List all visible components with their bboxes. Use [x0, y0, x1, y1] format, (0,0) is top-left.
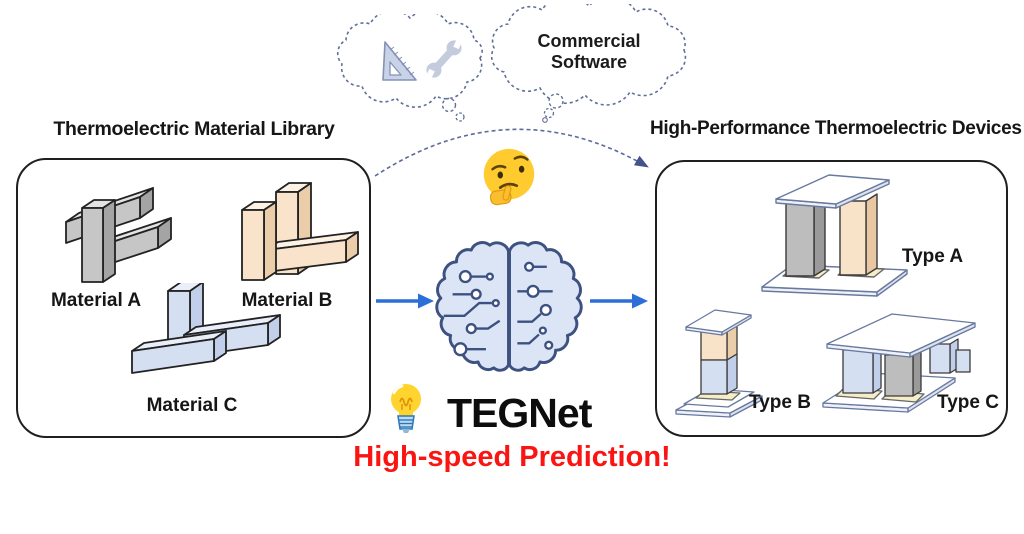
material-a-label: Material A	[50, 290, 142, 311]
wrench-icon	[425, 37, 463, 81]
type-b-label: Type B	[749, 392, 811, 413]
tools-thought-cloud	[336, 14, 483, 122]
device-type-c	[822, 313, 976, 413]
software-cloud-label: Commercial Software	[537, 31, 641, 72]
input-arrow	[376, 293, 434, 309]
bypass-dashed-arrow	[374, 128, 649, 177]
left-panel-title: Thermoelectric Material Library	[53, 118, 335, 140]
material-b-label: Material B	[241, 290, 333, 311]
output-arrow	[590, 293, 648, 309]
thinking-face-emoji	[483, 148, 537, 206]
thought-bubble	[542, 117, 548, 123]
brain-circuit-icon	[435, 241, 583, 372]
material-b-blocks	[241, 182, 359, 281]
software-thought-cloud	[490, 4, 687, 123]
type-a-label: Type A	[901, 246, 964, 267]
device-type-b	[675, 309, 763, 418]
thought-bubble	[543, 107, 555, 119]
right-panel-title: High-Performance Thermoelectric Devices	[650, 118, 1022, 139]
type-c-label: Type C	[937, 392, 999, 413]
material-c-blocks	[131, 283, 281, 374]
material-a-blocks	[65, 187, 172, 283]
model-name: TEGNet	[447, 390, 592, 436]
thought-bubble	[441, 97, 457, 113]
set-square-icon	[382, 41, 417, 81]
lightbulb-icon	[391, 384, 421, 433]
material-c-label: Material C	[146, 395, 238, 416]
device-type-a	[761, 174, 908, 297]
prediction-tagline: High-speed Prediction!	[353, 441, 671, 473]
thought-bubble	[548, 93, 564, 109]
thought-bubble	[455, 112, 465, 122]
